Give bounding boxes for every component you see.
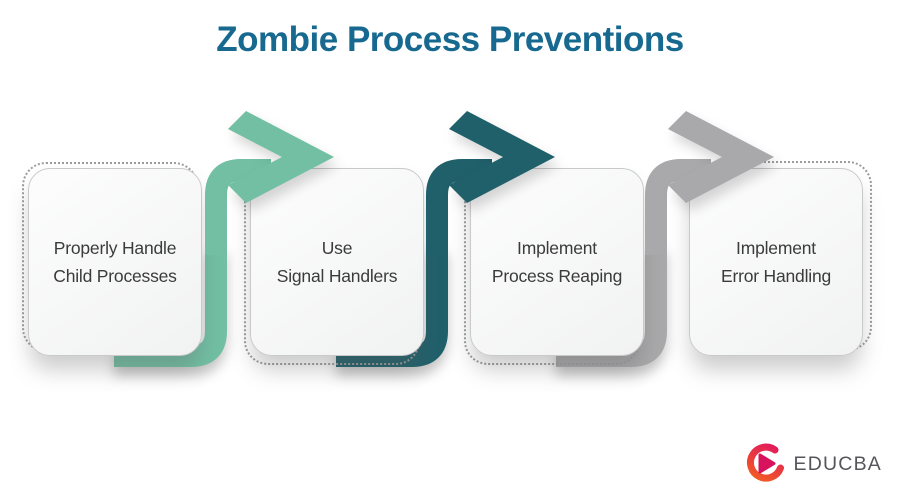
step-box-3: Implement Process Reaping: [470, 168, 644, 356]
step-4-label: Implement Error Handling: [721, 234, 831, 290]
arrow-1-stem-back: [114, 245, 227, 367]
step-box-2: Use Signal Handlers: [250, 168, 424, 356]
step-2-line2: Signal Handlers: [276, 266, 398, 286]
step-3-line2: Process Reaping: [491, 266, 623, 286]
step-3-line1: Implement: [517, 238, 597, 258]
educba-logo-text: EDUCBA: [793, 452, 882, 475]
educba-logo: EDUCBA: [745, 442, 882, 486]
step-1-line1: Properly Handle: [53, 238, 177, 258]
step-2-line1: Use: [321, 238, 353, 258]
page-title: Zombie Process Preventions: [216, 20, 684, 59]
step-box-4: Implement Error Handling: [689, 168, 863, 356]
step-1-line2: Child Processes: [53, 266, 177, 286]
educba-play-triangle: [758, 453, 776, 474]
step-3-label: Implement Process Reaping: [492, 234, 622, 290]
step-4-line2: Error Handling: [720, 266, 832, 286]
step-1-label: Properly Handle Child Processes: [53, 234, 177, 290]
step-2-label: Use Signal Handlers: [277, 234, 398, 290]
educba-logo-icon: [746, 443, 784, 482]
step-4-line1: Implement: [736, 238, 816, 258]
educba-e-swoosh: [746, 443, 784, 482]
step-box-1: Properly Handle Child Processes: [28, 168, 202, 356]
